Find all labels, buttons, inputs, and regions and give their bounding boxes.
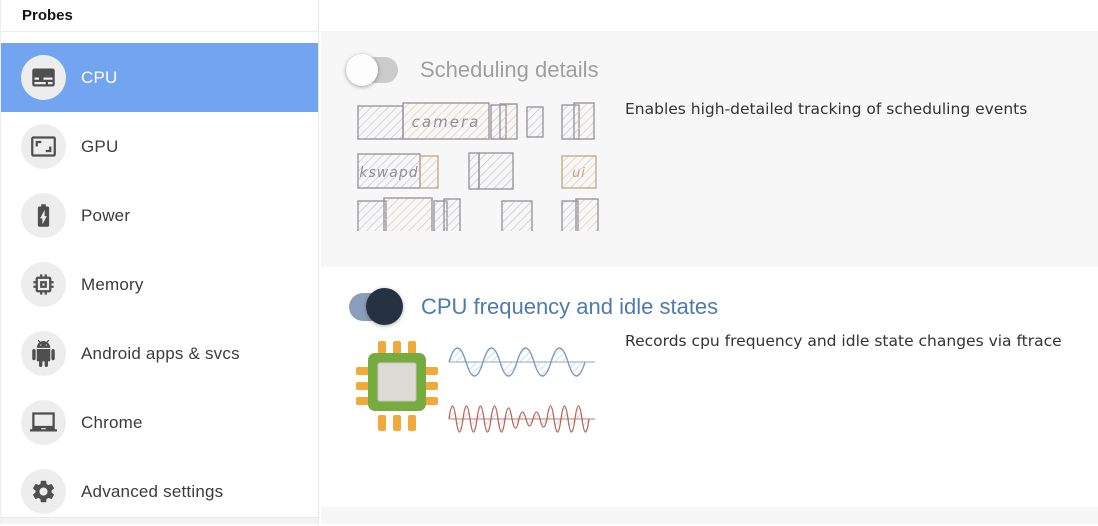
probe-cpu-frequency: CPU frequency and idle states (321, 267, 1098, 507)
low-frequency-wave (448, 347, 595, 377)
probes-sidebar: Probes CPU GPU Power Memory (0, 0, 319, 524)
cpu-frequency-toggle[interactable] (349, 288, 403, 325)
probe-description: Enables high-detailed tracking of schedu… (625, 100, 1028, 118)
sidebar-item-label: Memory (81, 274, 144, 294)
probe-title: Scheduling details (420, 57, 599, 82)
scheduling-sketch-image: camera kswapd ui (349, 95, 601, 236)
sketch-label-ui: ui (572, 166, 586, 181)
toggle-knob (346, 54, 378, 86)
sidebar-item-label: Chrome (81, 412, 143, 432)
sidebar-item-cpu[interactable]: CPU (1, 43, 318, 112)
next-probe-section-edge (321, 507, 1098, 524)
scheduling-details-toggle[interactable] (346, 54, 398, 86)
sidebar-item-gpu[interactable]: GPU (1, 112, 318, 181)
sketch-label-camera: camera (412, 113, 481, 131)
sidebar-item-label: Advanced settings (81, 481, 224, 501)
cpu-frequency-image (349, 327, 601, 454)
high-frequency-wave (448, 405, 595, 433)
sidebar-item-label: Android apps & svcs (81, 343, 240, 363)
probes-header: Probes (1, 0, 318, 32)
gear-icon (21, 469, 66, 514)
sidebar-item-chrome[interactable]: Chrome (1, 388, 318, 457)
aspect-ratio-icon (21, 124, 66, 169)
sidebar-item-power[interactable]: Power (1, 181, 318, 250)
sidebar-item-label: Power (81, 205, 131, 225)
memory-chip-icon (21, 262, 66, 307)
subtitles-icon (21, 55, 66, 100)
toggle-knob (366, 288, 403, 325)
probes-config-panel: Scheduling details (321, 0, 1098, 524)
sidebar-item-label: CPU (81, 67, 118, 87)
probes-nav: CPU GPU Power Memory Android apps & svcs (1, 43, 318, 526)
probe-title: CPU frequency and idle states (421, 294, 719, 319)
probe-description: Records cpu frequency and idle state cha… (625, 332, 1062, 350)
sidebar-item-android-apps[interactable]: Android apps & svcs (1, 319, 318, 388)
probe-scheduling-details: Scheduling details (321, 31, 1098, 267)
battery-charging-icon (21, 193, 66, 238)
sidebar-item-memory[interactable]: Memory (1, 250, 318, 319)
sketch-label-kswapd: kswapd (359, 165, 418, 181)
sidebar-item-label: GPU (81, 136, 119, 156)
android-icon (21, 331, 66, 376)
laptop-icon (21, 400, 66, 445)
sidebar-next-section-edge (1, 517, 318, 524)
sidebar-item-advanced-settings[interactable]: Advanced settings (1, 457, 318, 526)
